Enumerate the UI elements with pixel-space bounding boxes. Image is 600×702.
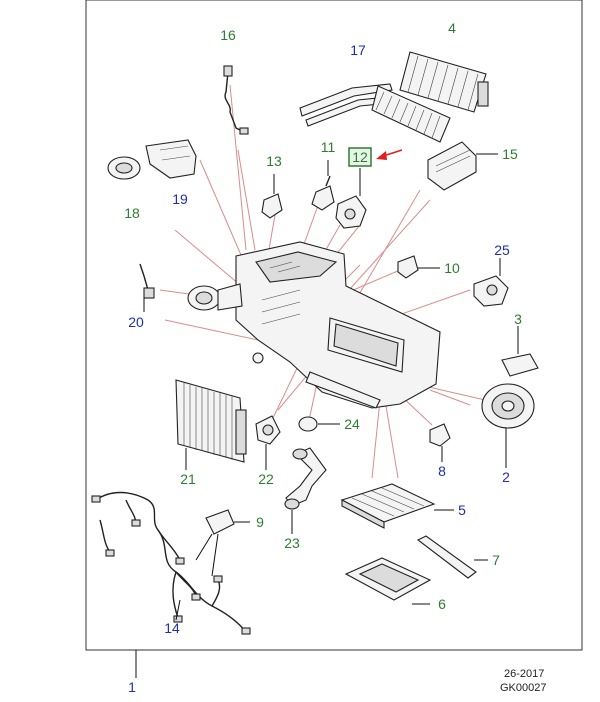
label-10: 10 [444,260,460,276]
label-14: 14 [164,620,180,636]
part-18-grommet [107,156,141,180]
housing-clip [252,352,264,364]
label-12: 12 [352,149,368,165]
part-15-module [427,141,498,191]
part-9-connector [195,509,250,577]
label-3: 3 [514,311,522,327]
part-8-actuator [429,423,451,462]
label-12-highlight: 12 [348,147,372,167]
diagram-frame [85,0,583,651]
label-7: 7 [492,552,500,568]
part-12-actuator [335,168,367,229]
label-16: 16 [220,27,236,43]
part-20-sensor [139,263,155,312]
label-2: 2 [502,469,510,485]
part-10-sensor [397,255,440,279]
part-25-actuator [473,258,509,307]
label-9: 9 [256,514,264,530]
label-22: 22 [258,471,274,487]
highlight-arrow [376,149,403,160]
label-18: 18 [124,205,140,221]
part-19-bracket [145,139,197,179]
label-24: 24 [344,416,360,432]
label-20: 20 [128,314,144,330]
label-1: 1 [128,679,136,695]
label-8: 8 [438,463,446,479]
label-23: 23 [284,535,300,551]
part-5-filter [340,483,454,529]
label-19: 19 [172,191,188,207]
part-7-rod [416,535,488,579]
label-13: 13 [266,153,282,169]
part-22-valve [255,415,281,470]
part-23-pipe [284,447,327,534]
part-17-heater-core [299,83,451,143]
callout-labels: 1 2 3 4 5 6 7 8 9 10 11 12 13 14 15 16 1… [124,20,522,695]
label-6: 6 [438,596,446,612]
label-5: 5 [458,502,466,518]
part-6-filter-frame [344,557,432,605]
label-21: 21 [180,471,196,487]
blower-inlet [187,283,243,311]
part-16-sensor [223,65,249,135]
part-2-blower-motor [481,383,535,468]
footer-date-code: 26-2017 [504,668,544,680]
label-11: 11 [321,139,336,155]
label-17: 17 [350,42,366,58]
part-3-resistor [501,326,539,377]
part-14-harness [91,491,251,635]
label-4: 4 [448,20,456,36]
part-24-clip [298,416,340,432]
label-25: 25 [494,242,510,258]
part-13-actuator [261,174,283,219]
part-4-ptc-heater [399,51,489,113]
part-21-evaporator [175,379,247,470]
footer-drawing-code: GK00027 [500,682,546,694]
label-15: 15 [502,146,518,162]
hvac-housing [235,241,441,409]
part-11-actuator [311,160,335,211]
